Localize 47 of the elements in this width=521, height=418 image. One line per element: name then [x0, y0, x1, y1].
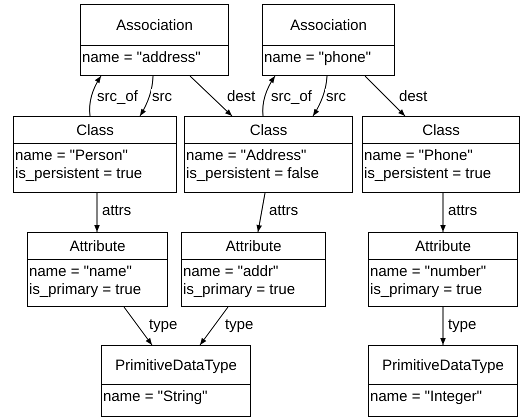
attribute-values: name = "String" — [102, 387, 208, 407]
class-name: Class — [185, 117, 352, 144]
arrow — [200, 306, 228, 346]
arrow — [262, 76, 276, 116]
attribute-values: name = "Phone" is_persistent = true — [363, 146, 492, 184]
arrow — [190, 76, 232, 116]
class-name: Attribute — [369, 233, 517, 260]
edge-label: type — [224, 317, 254, 333]
class-name: Attribute — [28, 233, 167, 260]
object-box — [368, 232, 518, 307]
object-box — [101, 345, 251, 417]
edge-label: src_of — [270, 89, 313, 105]
arrow — [140, 76, 154, 116]
arrow — [94, 192, 100, 232]
class-name: Class — [14, 117, 176, 144]
arrow — [312, 76, 328, 116]
class-name: Association — [263, 5, 394, 46]
attribute-values: name = "Person" is_persistent = true — [14, 146, 144, 184]
arrow — [440, 192, 446, 232]
class-name: Association — [81, 5, 228, 46]
attribute-values: name = "address" — [81, 48, 202, 68]
attribute-values: name = "addr" is_primary = true — [182, 262, 296, 300]
object-box — [80, 4, 229, 76]
attribute-values: name = "number" is_primary = true — [369, 262, 488, 300]
arrow — [256, 192, 266, 232]
object-box — [27, 232, 168, 307]
attribute-values: name = "name" is_primary = true — [28, 262, 142, 300]
class-name: Class — [363, 117, 519, 144]
edge-label: type — [447, 317, 478, 333]
object-box — [184, 116, 353, 193]
object-box — [368, 345, 518, 417]
arrow — [89, 76, 102, 116]
class-name: PrimitiveDataType — [102, 346, 250, 385]
arrow — [124, 306, 152, 346]
arrow — [440, 306, 446, 346]
object-box — [13, 116, 177, 193]
attribute-values: name = "phone" — [263, 48, 372, 68]
object-box — [362, 116, 520, 193]
class-name: PrimitiveDataType — [369, 346, 517, 385]
arrow — [364, 76, 406, 116]
edge-label: src_of — [96, 89, 139, 105]
object-box — [181, 232, 326, 307]
class-name: Attribute — [182, 233, 325, 260]
attribute-values: name = "Integer" — [369, 387, 483, 407]
attribute-values: name = "Address" is_persistent = false — [185, 146, 320, 184]
object-box — [262, 4, 395, 76]
edge-label: type — [148, 317, 178, 333]
